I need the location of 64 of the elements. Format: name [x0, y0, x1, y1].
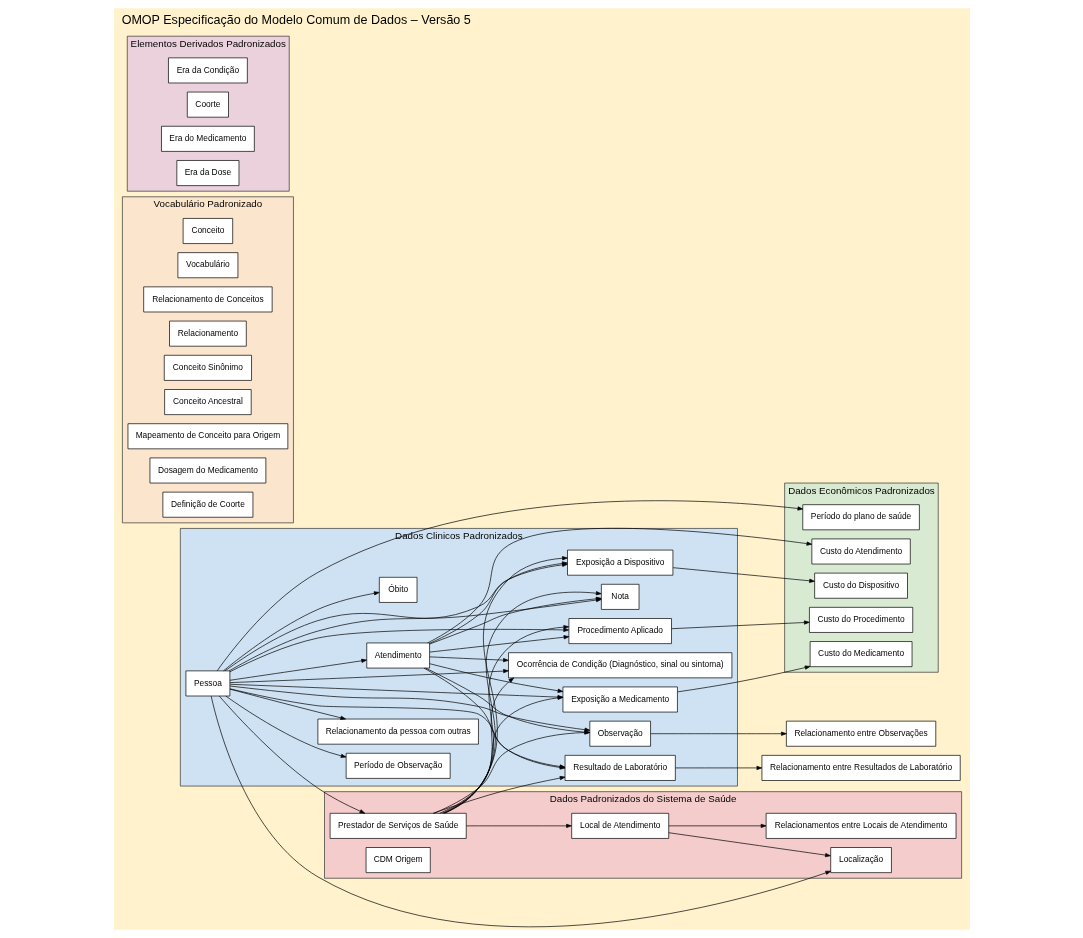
- arrow: [670, 620, 810, 630]
- node-box: Procedimento Aplicado: [568, 618, 672, 644]
- node-box: Era da Dose: [176, 160, 239, 186]
- node-box: Definição de Coorte: [162, 491, 253, 518]
- node-box: Local de Atendimento: [570, 812, 669, 839]
- arrow: [442, 625, 569, 814]
- arrow: [667, 823, 766, 828]
- arrow: [225, 695, 346, 758]
- node-box: Óbito: [378, 576, 417, 603]
- arrow: [676, 665, 810, 693]
- node-box: Relacionamento de Conceitos: [142, 286, 272, 313]
- arrow: [210, 695, 831, 927]
- arrow: [441, 677, 514, 814]
- node-box: Era do Medicamento: [160, 125, 255, 152]
- arrow: [216, 500, 803, 672]
- node-box: Pessoa: [185, 670, 230, 697]
- node-box: Prestador de Serviços de Saúde: [329, 812, 467, 839]
- node-box: Custo do Procedimento: [808, 607, 913, 633]
- node-box: Período do plano de saúde: [801, 504, 920, 531]
- arrow: [428, 656, 509, 663]
- node-box: Relacionamento entre Observações: [785, 720, 936, 747]
- diagram-title: OMOP Especificação do Modelo Comum de Dados – Versão 5: [121, 12, 471, 27]
- node-box: Conceito: [182, 218, 233, 244]
- node-box: Período de Observação: [345, 752, 451, 779]
- arrow: [432, 776, 565, 814]
- arrow: [229, 669, 509, 683]
- node-box: CDM Origem: [365, 847, 431, 873]
- node-box: Custo do Dispositivo: [813, 572, 908, 599]
- arrow: [433, 730, 590, 814]
- node-box: Exposição a Medicamento: [562, 686, 678, 713]
- node-box: Relacionamento entre Resultados de Laboratório: [761, 755, 961, 781]
- node-box: Ocorrência de Condição (Diagnóstico, sinal ou sintoma): [507, 652, 732, 679]
- node-box: Localização: [829, 847, 892, 873]
- node-box: Era da Condição: [167, 57, 248, 84]
- node-box: Vocabulário: [177, 252, 238, 279]
- arrow: [229, 685, 590, 732]
- arrow: [229, 658, 367, 681]
- arrow: [674, 765, 762, 770]
- arrow: [229, 627, 569, 673]
- node-box: Conceito Sinônimo: [163, 354, 252, 381]
- arrow: [667, 832, 831, 858]
- node-box: Relacionamento da pessoa com outras: [317, 718, 479, 745]
- node-box: Relacionamentos entre Locais de Atendimento: [765, 812, 956, 839]
- node-box: Coorte: [186, 91, 229, 118]
- node-box: Nota: [600, 583, 639, 610]
- node-box: Relacionamento: [168, 320, 247, 347]
- arrow: [229, 683, 563, 700]
- node-box: Dosagem do Medicamento: [149, 457, 266, 484]
- node-box: Observação: [589, 720, 651, 747]
- arrow: [218, 695, 365, 814]
- arrow: [424, 667, 590, 735]
- node-box: Mapeamento de Conceito para Origem: [127, 423, 288, 450]
- arrow: [428, 663, 563, 693]
- arrow: [672, 567, 815, 583]
- arrow: [428, 635, 569, 653]
- node-box: Exposição a Dispositivo: [566, 549, 673, 576]
- node-box: Resultado de Laboratório: [564, 755, 676, 781]
- arrow: [465, 823, 572, 828]
- node-box: Atendimento: [365, 642, 430, 669]
- arrow: [649, 731, 787, 736]
- node-box: Conceito Ancestral: [163, 389, 252, 415]
- arrow: [222, 591, 380, 672]
- node-box: Custo do Atendimento: [811, 538, 911, 565]
- node-box: Custo do Medicamento: [809, 641, 912, 668]
